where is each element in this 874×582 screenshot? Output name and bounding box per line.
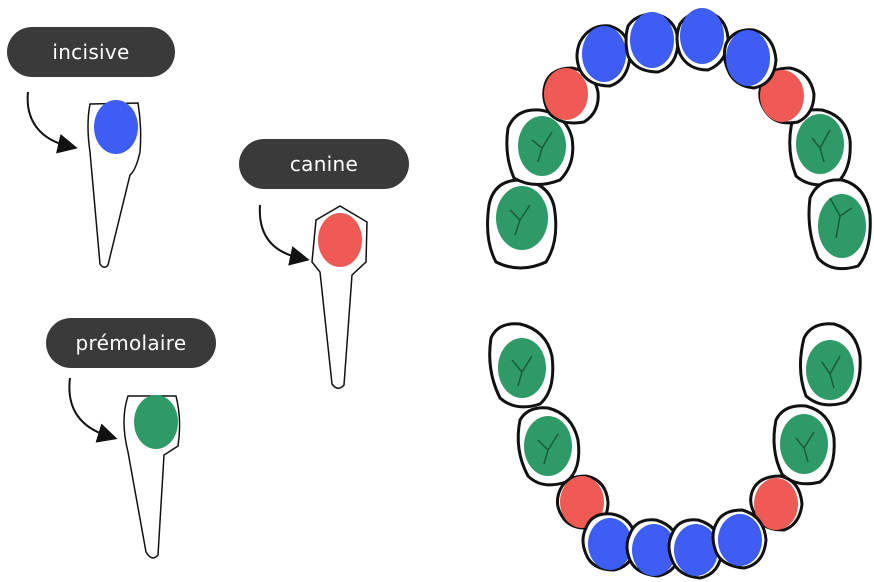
upper-right-molar-1 [788,108,852,187]
upper-left-molar-2 [486,178,558,270]
premolar-tooth [123,395,181,559]
upper-left-canine [542,66,600,125]
lower-left-molar-2 [488,322,555,409]
canine-label: canine [239,139,409,189]
upper-incisor-3 [675,8,730,72]
lower-arch [488,322,862,580]
canine-crown-dot [318,213,362,267]
lower-incisor-4 [711,508,768,570]
lower-left-molar-1 [516,406,581,487]
premolaire-arrow [68,377,118,443]
lower-right-canine [749,474,804,532]
lower-incisor-3 [667,518,724,580]
upper-incisor-2 [624,12,680,74]
upper-right-molar-2 [807,178,872,271]
lower-incisor-2 [625,518,682,578]
upper-arch [486,8,872,271]
upper-incisor-1 [575,24,632,88]
canine-arrow [258,204,310,266]
lower-incisor-1 [581,512,638,572]
upper-incisor-4 [722,28,778,90]
incisor-tooth [87,100,142,268]
premolaire-label: prémolaire [46,318,216,368]
lower-right-molar-2 [772,404,836,486]
incisor-crown-dot [94,100,138,154]
premolar-crown-dot [134,395,178,449]
upper-left-molar-1 [505,108,575,186]
incisive-arrow [26,91,78,154]
incisive-label: incisive [7,27,175,77]
upper-right-canine [758,66,816,125]
lower-right-molar-1 [799,322,862,407]
canine-tooth [311,205,368,389]
